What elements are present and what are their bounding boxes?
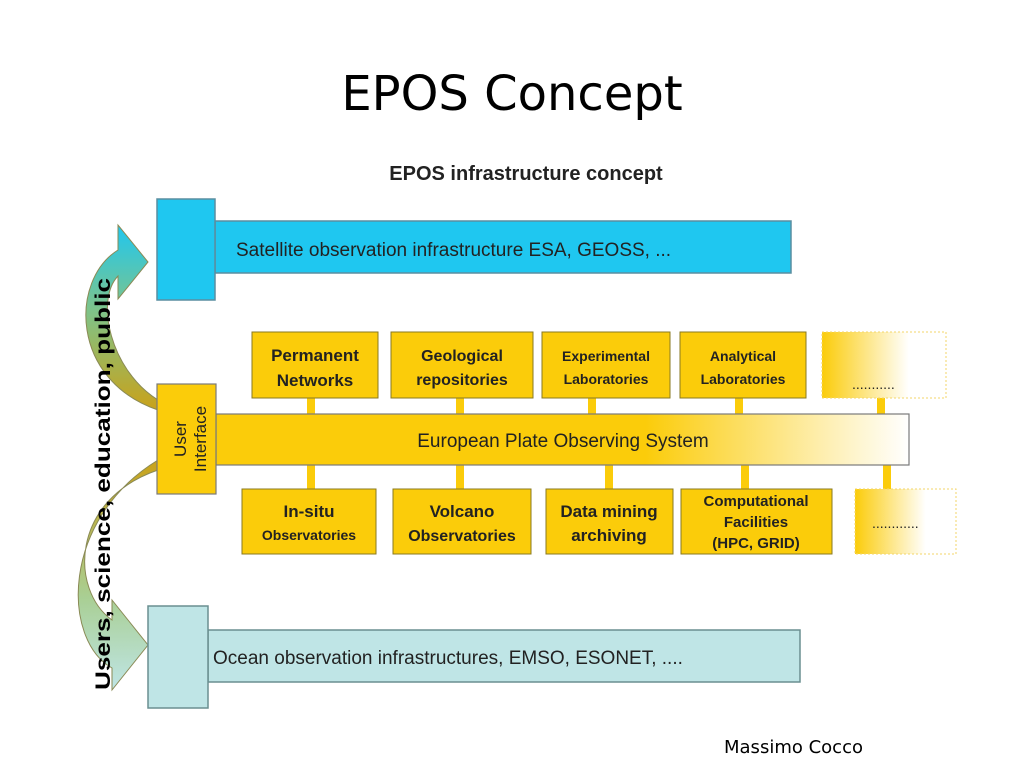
top-box-experimental-laboratories: Experimental Laboratories	[541, 331, 671, 399]
user-interface-line2: Interface	[191, 406, 210, 472]
top-box-more: ...........	[821, 331, 947, 399]
svg-text:(HPC, GRID): (HPC, GRID)	[712, 535, 800, 552]
side-label-users: Users, science, education, public	[92, 278, 115, 690]
satellite-bar-label: Satellite observation infrastructure ESA…	[236, 240, 671, 261]
svg-text:Observatories: Observatories	[262, 527, 356, 543]
bottom-box-in-situ-observatories: In-situ Observatories	[241, 488, 377, 555]
svg-text:Permanent: Permanent	[271, 346, 359, 365]
arrow-down-to-ocean	[77, 459, 159, 692]
satellite-bar-body	[214, 220, 792, 274]
ocean-bar-label: Ocean observation infrastructures, EMSO,…	[213, 648, 683, 669]
top-connectors	[307, 398, 885, 418]
top-box-permanent-networks: Permanent Networks	[251, 331, 379, 399]
svg-text:Observatories: Observatories	[408, 528, 516, 545]
svg-text:Networks: Networks	[277, 371, 354, 390]
user-interface-box	[156, 383, 217, 495]
svg-text:Volcano: Volcano	[430, 502, 495, 521]
svg-text:archiving: archiving	[571, 526, 647, 545]
svg-text:...........: ...........	[852, 376, 895, 392]
central-bar-label: European Plate Observing System	[417, 431, 709, 452]
bottom-box-data-mining-archiving: Data mining archiving	[545, 488, 674, 555]
svg-text:repositories: repositories	[416, 372, 508, 389]
top-box-geological-repositories: Geological repositories	[390, 331, 534, 399]
svg-text:Laboratories: Laboratories	[564, 371, 649, 387]
svg-text:Facilities: Facilities	[724, 514, 788, 531]
svg-text:Computational: Computational	[704, 493, 809, 510]
satellite-bar-head	[156, 198, 216, 301]
top-box-analytical-laboratories: Analytical Laboratories	[679, 331, 807, 399]
diagram-heading: EPOS infrastructure concept	[389, 163, 663, 185]
slide-title: EPOS Concept	[341, 66, 683, 122]
ocean-bar-body	[207, 629, 801, 683]
svg-text:Data mining: Data mining	[560, 502, 657, 521]
bottom-box-computational-facilities: Computational Facilities (HPC, GRID)	[680, 488, 833, 555]
bottom-box-more: ............	[854, 488, 957, 555]
bottom-box-volcano-observatories: Volcano Observatories	[392, 488, 532, 555]
ocean-bar-head	[147, 605, 209, 709]
svg-text:Experimental: Experimental	[562, 348, 650, 364]
arrow-up-to-satellite	[85, 223, 159, 411]
bottom-connectors	[307, 465, 891, 489]
svg-text:Analytical: Analytical	[710, 348, 776, 364]
svg-text:Geological: Geological	[421, 348, 503, 365]
svg-text:Laboratories: Laboratories	[701, 371, 786, 387]
svg-text:............: ............	[872, 515, 919, 531]
user-interface-line1: User	[171, 421, 190, 457]
slide-author: Massimo Cocco	[724, 737, 863, 758]
svg-text:In-situ: In-situ	[284, 502, 335, 521]
central-bar	[215, 413, 910, 466]
